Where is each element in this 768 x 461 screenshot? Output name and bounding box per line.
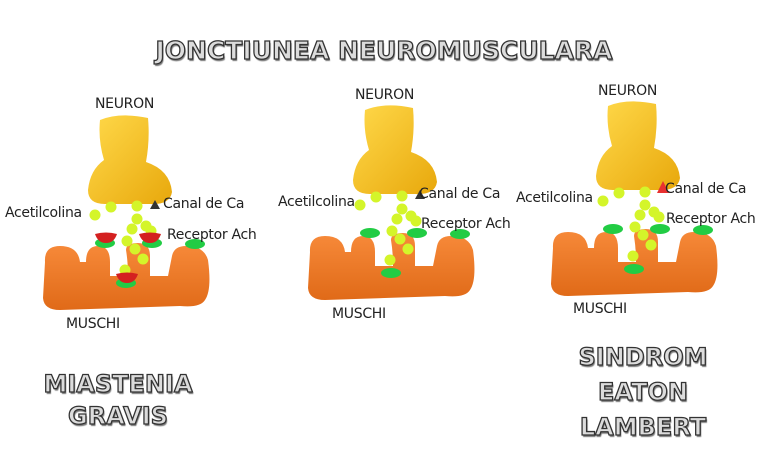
acetylcholine-molecule bbox=[627, 250, 639, 262]
acetylcholine-receptor bbox=[603, 224, 623, 234]
acetylcholine-molecule bbox=[89, 209, 101, 221]
acetylcholine-receptor bbox=[650, 224, 670, 234]
page-title: JONCTIUNEA NEUROMUSCULARA bbox=[155, 35, 613, 65]
acetylcholine-receptor bbox=[693, 225, 713, 235]
acetylcholine-molecule bbox=[637, 229, 649, 241]
acetylcholine-molecule bbox=[131, 213, 143, 225]
neuron-label-3: NEURON bbox=[598, 83, 657, 99]
acetylcholine-molecule bbox=[639, 199, 651, 211]
muscle-shape bbox=[551, 229, 718, 296]
junction-panel-3 bbox=[551, 101, 718, 296]
acetylcholine-molecule bbox=[384, 254, 396, 266]
caption-miastenia: MIASTENIA bbox=[43, 369, 193, 398]
acetylcholine-receptor bbox=[407, 228, 427, 238]
acetylcholine-molecule bbox=[653, 211, 665, 223]
antibody-blocker bbox=[95, 232, 117, 243]
acetylcholine-molecule bbox=[396, 203, 408, 215]
acetylcholine-molecule bbox=[126, 223, 138, 235]
canal-ca-label-3: Canal de Ca bbox=[665, 181, 747, 197]
acetilcolina-label-1: Acetilcolina bbox=[5, 205, 82, 221]
acetilcolina-label-2: Acetilcolina bbox=[278, 194, 355, 210]
acetylcholine-molecule bbox=[121, 235, 133, 247]
acetylcholine-molecule bbox=[613, 187, 625, 199]
acetylcholine-molecule bbox=[391, 213, 403, 225]
neuron-shape bbox=[596, 101, 680, 191]
canal-ca-label-1: Canal de Ca bbox=[163, 196, 245, 212]
acetylcholine-receptor bbox=[185, 239, 205, 249]
muschi-label-2: MUSCHI bbox=[332, 306, 386, 322]
caption-eaton: EATON bbox=[597, 377, 688, 406]
acetylcholine-molecule bbox=[645, 239, 657, 251]
acetylcholine-molecule bbox=[597, 195, 609, 207]
acetylcholine-molecule bbox=[394, 233, 406, 245]
acetilcolina-label-3: Acetilcolina bbox=[516, 190, 593, 206]
acetylcholine-molecule bbox=[629, 221, 641, 233]
caption-lambert: LAMBERT bbox=[579, 412, 707, 441]
acetylcholine-molecule bbox=[634, 209, 646, 221]
acetylcholine-molecule bbox=[386, 225, 398, 237]
acetylcholine-receptor bbox=[624, 264, 644, 274]
calcium-channel-icon bbox=[150, 200, 160, 209]
receptor-ach-label-1: Receptor Ach bbox=[167, 227, 257, 243]
calcium-channel-icon bbox=[415, 190, 425, 199]
junction-panel-1 bbox=[43, 115, 210, 310]
acetylcholine-molecule bbox=[354, 199, 366, 211]
acetylcholine-molecule bbox=[410, 215, 422, 227]
acetylcholine-molecule bbox=[105, 201, 117, 213]
antibody-blocker bbox=[116, 272, 138, 283]
muscle-shape bbox=[308, 233, 475, 300]
caption-gravis: GRAVIS bbox=[67, 401, 168, 430]
acetylcholine-receptor bbox=[360, 228, 380, 238]
acetylcholine-receptor bbox=[450, 229, 470, 239]
junction-panel-2 bbox=[308, 105, 475, 300]
neuron-label-1: NEURON bbox=[95, 96, 154, 112]
acetylcholine-molecule bbox=[131, 200, 143, 212]
muschi-label-1: MUSCHI bbox=[66, 316, 120, 332]
antibody-blocker bbox=[139, 232, 161, 243]
acetylcholine-receptor bbox=[381, 268, 401, 278]
acetylcholine-molecule bbox=[137, 253, 149, 265]
neuron-label-2: NEURON bbox=[355, 87, 414, 103]
acetylcholine-molecule bbox=[129, 243, 141, 255]
receptor-ach-label-3: Receptor Ach bbox=[666, 211, 756, 227]
muschi-label-3: MUSCHI bbox=[573, 301, 627, 317]
neuron-shape bbox=[88, 115, 172, 205]
neuron-shape bbox=[353, 105, 437, 195]
caption-sindrom: SINDROM bbox=[578, 342, 708, 371]
acetylcholine-molecule bbox=[370, 191, 382, 203]
acetylcholine-molecule bbox=[396, 190, 408, 202]
receptor-ach-label-2: Receptor Ach bbox=[421, 216, 511, 232]
calcium-channel-blocked-icon bbox=[657, 181, 669, 193]
acetylcholine-molecule bbox=[402, 243, 414, 255]
acetylcholine-molecule bbox=[639, 186, 651, 198]
canal-ca-label-2: Canal de Ca bbox=[419, 186, 501, 202]
